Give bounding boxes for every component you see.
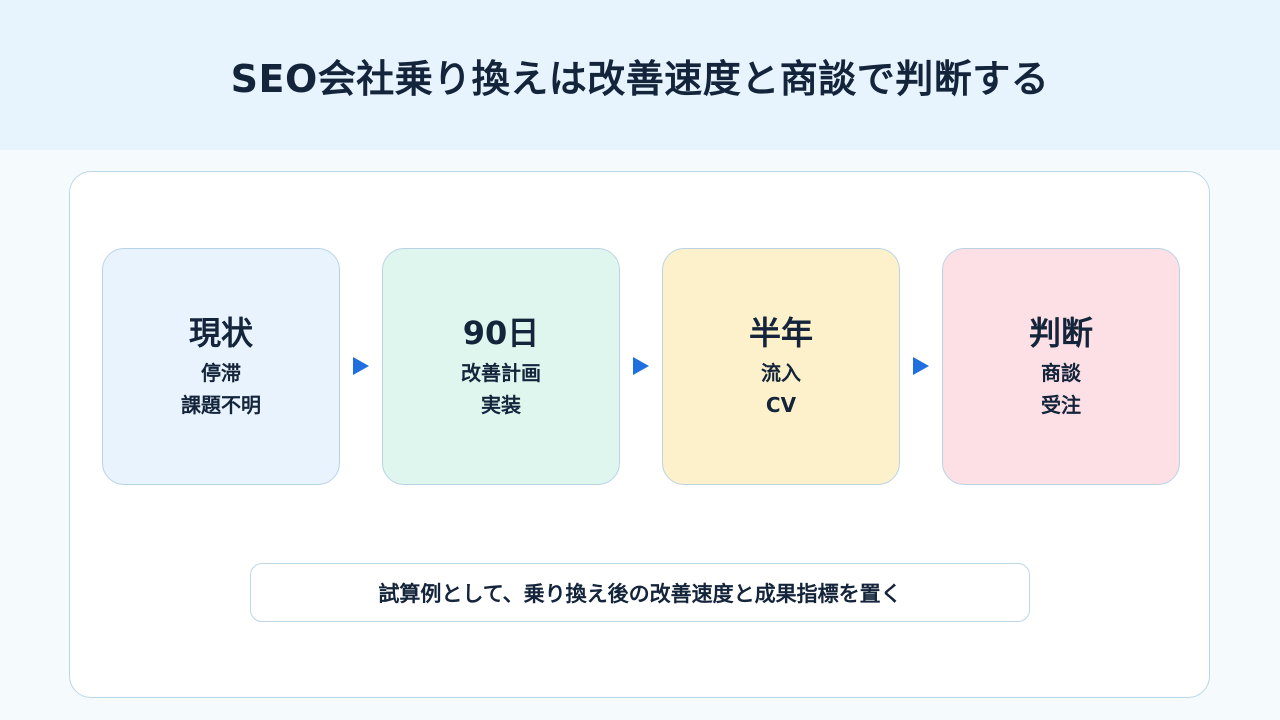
step-line: 改善計画 bbox=[461, 360, 541, 385]
step-line: CV bbox=[765, 392, 797, 417]
step-half-year: 半年 流入 CV bbox=[662, 248, 900, 485]
step-title: 現状 bbox=[188, 313, 253, 352]
footnote-box: 試算例として、乗り換え後の改善速度と成果指標を置く bbox=[250, 563, 1030, 622]
step-line: 課題不明 bbox=[181, 392, 261, 417]
step-line: 受注 bbox=[1041, 392, 1081, 417]
step-90-days: 90日 改善計画 実装 bbox=[382, 248, 620, 485]
step-line: 流入 bbox=[761, 360, 801, 385]
step-judgment: 判断 商談 受注 bbox=[942, 248, 1180, 485]
step-title: 90日 bbox=[462, 313, 540, 352]
page-title: SEO会社乗り換えは改善速度と商談で判断する bbox=[230, 56, 1050, 101]
step-line: 実装 bbox=[481, 392, 521, 417]
arrow-right-icon bbox=[353, 357, 369, 375]
step-line: 商談 bbox=[1041, 360, 1081, 385]
step-title: 判断 bbox=[1028, 313, 1093, 352]
step-title: 半年 bbox=[748, 313, 813, 352]
step-current-status: 現状 停滞 課題不明 bbox=[102, 248, 340, 485]
footnote-text: 試算例として、乗り換え後の改善速度と成果指標を置く bbox=[378, 581, 902, 606]
arrow-right-icon bbox=[633, 357, 649, 375]
header-band: SEO会社乗り換えは改善速度と商談で判断する bbox=[0, 0, 1280, 150]
step-line: 停滞 bbox=[201, 360, 241, 385]
arrow-right-icon bbox=[913, 357, 929, 375]
